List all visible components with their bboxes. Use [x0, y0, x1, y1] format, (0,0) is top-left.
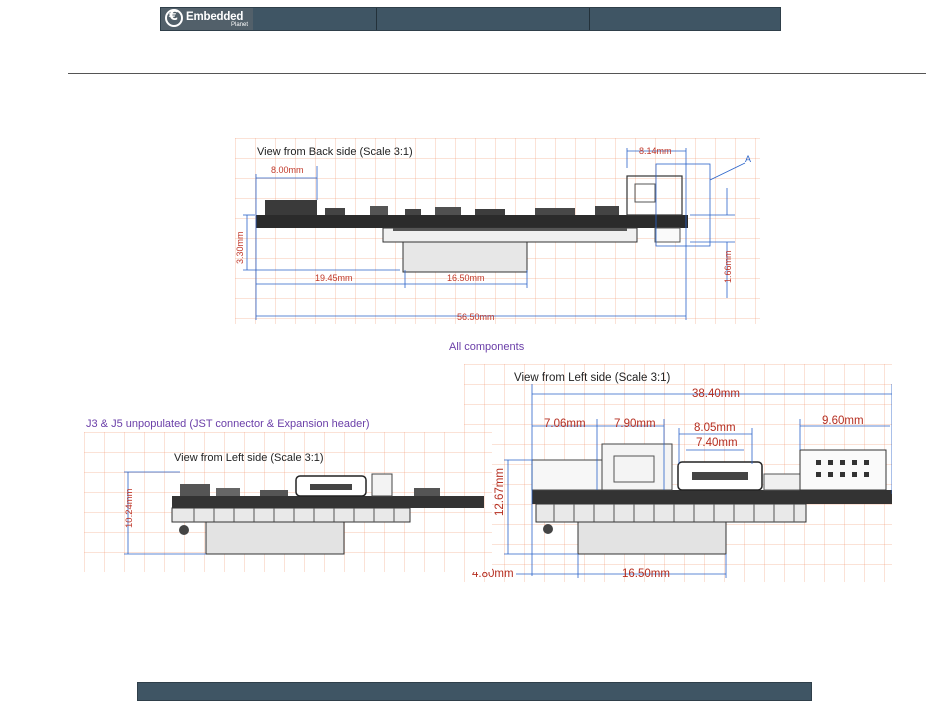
- dim-a: 7.06mm: [544, 418, 586, 430]
- back-view-caption: View from Back side (Scale 3:1): [257, 146, 413, 158]
- logo-circle-icon: [165, 9, 183, 27]
- dim-unpop-height: 10.24mm: [124, 488, 135, 528]
- left-view-all-caption: View from Left side (Scale 3:1): [514, 372, 671, 384]
- dim-right-height: 1.66mm: [723, 250, 733, 283]
- dim-height: 3.30mm: [235, 231, 245, 264]
- left-view-unpop-drawing: View from Left side (Scale 3:1) 10.24mm: [84, 432, 492, 572]
- dim-mid-width: 16.50mm: [447, 273, 485, 283]
- left-view-all-svg: [504, 384, 892, 578]
- dim-e: 9.60mm: [822, 415, 864, 427]
- back-view-drawing: View from Back side (Scale 3:1) 8.00mm 8…: [235, 138, 760, 324]
- dim-d: 7.40mm: [696, 437, 738, 449]
- header-cell-divider: [376, 8, 377, 30]
- dim-b: 7.90mm: [614, 418, 656, 430]
- dim-top-right: 8.14mm: [639, 146, 672, 156]
- back-view-svg: [243, 148, 746, 320]
- horizontal-rule: [68, 73, 926, 74]
- dim-height-left: 12.67mm: [494, 468, 506, 516]
- dim-top-left: 8.00mm: [271, 165, 304, 175]
- dim-width: 16.50mm: [622, 568, 670, 580]
- dim-overall: 56.50mm: [457, 312, 495, 322]
- dim-overall-width: 38.40mm: [692, 388, 740, 400]
- header-cell-divider: [589, 8, 590, 30]
- footer-bar: [137, 682, 812, 701]
- left-view-unpop-caption: View from Left side (Scale 3:1): [174, 452, 324, 464]
- header-bar: € Embedded Planet: [160, 7, 781, 31]
- unpopulated-heading: J3 & J5 unpopulated (JST connector & Exp…: [86, 418, 370, 430]
- all-components-heading: All components: [449, 341, 525, 353]
- logo-sub-text: Planet: [231, 22, 249, 28]
- left-view-unpop-svg: [124, 471, 484, 555]
- left-view-all-drawing: View from Left side (Scale 3:1) 38.40mm …: [464, 364, 892, 582]
- dim-left-offset: 19.45mm: [315, 273, 353, 283]
- callout-label: A: [745, 154, 752, 164]
- logo-main-text: Embedded: [186, 11, 244, 23]
- embedded-planet-logo: € Embedded Planet: [161, 8, 253, 30]
- dim-c: 8.05mm: [694, 422, 736, 434]
